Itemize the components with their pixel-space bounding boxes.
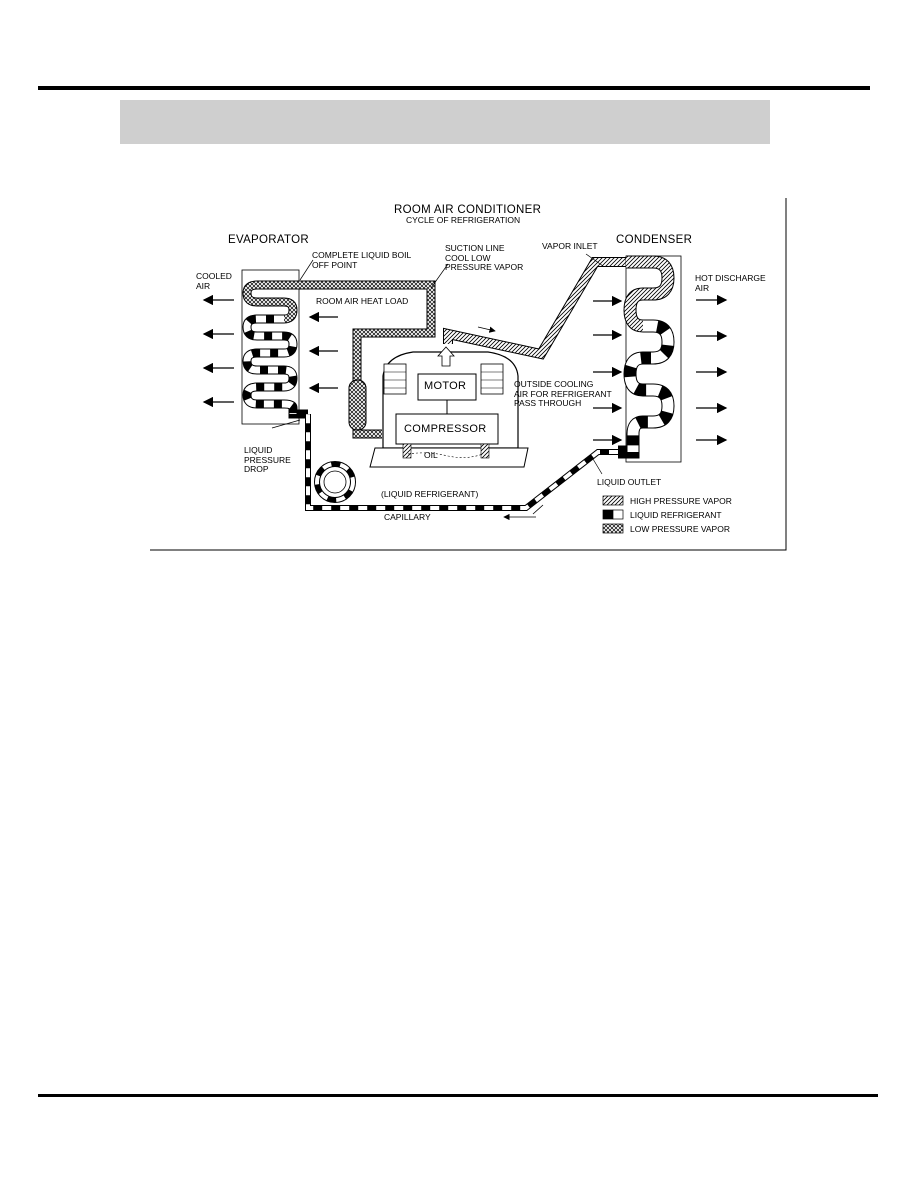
outside-air-arrows xyxy=(593,295,623,446)
room-air-heat-load-label: ROOM AIR HEAT LOAD xyxy=(316,296,409,306)
legend-swatch-liquid-black xyxy=(602,509,614,520)
cooled-air-arrows xyxy=(202,294,234,408)
top-rule xyxy=(38,86,870,90)
suction-line-label: SUCTION LINE COOL LOW PRESSURE VAPOR xyxy=(445,243,524,272)
vapor-inlet-label: VAPOR INLET xyxy=(542,241,598,251)
liquid-refrigerant-line-label: (LIQUID REFRIGERANT) xyxy=(381,489,479,499)
compressor-unit xyxy=(369,346,529,468)
diagram-subtitle: CYCLE OF REFRIGERATION xyxy=(406,215,521,225)
accumulator xyxy=(348,379,367,431)
legend-label-low-pressure: LOW PRESSURE VAPOR xyxy=(630,524,730,534)
compressor-label: COMPRESSOR xyxy=(404,423,487,435)
liquid-outlet-label: LIQUID OUTLET xyxy=(597,477,662,487)
legend-label-high-pressure: HIGH PRESSURE VAPOR xyxy=(630,496,732,506)
legend-label-liquid: LIQUID REFRIGERANT xyxy=(630,510,722,520)
legend-swatch-high-pressure xyxy=(602,495,624,506)
complete-liquid-boil-label: COMPLETE LIQUID BOIL OFF POINT xyxy=(312,250,412,270)
evaporator-label: EVAPORATOR xyxy=(228,234,309,246)
liquid-pressure-drop-label: LIQUID PRESSURE DROP xyxy=(244,445,291,474)
outside-cooling-air-label: OUTSIDE COOLING AIR FOR REFRIGERANT PASS… xyxy=(514,379,612,408)
condenser-coil xyxy=(618,255,675,459)
evaporator-box xyxy=(241,269,300,425)
condenser-label: CONDENSER xyxy=(616,234,693,246)
cooled-air-label: COOLED AIR xyxy=(196,271,232,291)
bottom-rule xyxy=(38,1094,878,1097)
motor-label: MOTOR xyxy=(424,380,467,392)
diagram-title: ROOM AIR CONDITIONER xyxy=(394,204,542,216)
diagram-artwork xyxy=(150,198,787,551)
refrigeration-cycle-diagram: ROOM AIR CONDITIONER CYCLE OF REFRIGERAT… xyxy=(148,196,788,552)
hot-discharge-air-label: HOT DISCHARGE AIR xyxy=(695,273,766,293)
legend-swatch-liquid-white xyxy=(612,509,624,520)
legend-swatch-low-pressure xyxy=(602,523,624,534)
section-header-band xyxy=(120,100,770,144)
oil-label: OIL xyxy=(424,450,438,460)
capillary-label: CAPILLARY xyxy=(384,512,431,522)
hot-discharge-arrows xyxy=(696,294,728,446)
room-air-arrows xyxy=(308,311,338,394)
evaporator-coil xyxy=(242,280,308,419)
